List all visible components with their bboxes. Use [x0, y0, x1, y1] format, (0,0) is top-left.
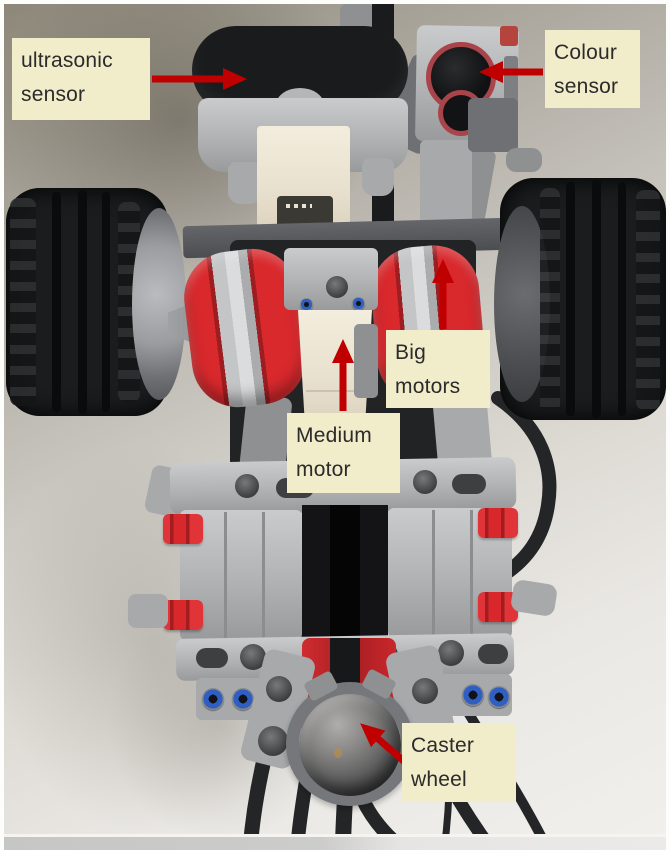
caster-wheel [299, 694, 401, 796]
motor-side-piece [354, 324, 378, 398]
left-tire-tread [118, 202, 140, 402]
beam-slot [452, 474, 486, 494]
blue-pin-small [300, 298, 313, 311]
label-line: wheel [411, 768, 467, 791]
colour-sensor-red-corner [500, 26, 518, 46]
blue-pin-small [352, 297, 365, 310]
beam-hole [438, 640, 464, 666]
left-wheel-rim [132, 208, 186, 400]
mount-stub [506, 148, 542, 172]
page-border-right [666, 0, 670, 850]
beam-slot [478, 644, 508, 664]
bracket-hole [266, 676, 292, 702]
tire-groove [618, 182, 626, 416]
label-line: Big [395, 341, 426, 364]
mount-block [468, 98, 518, 152]
right-tire-tread [540, 188, 560, 412]
beam-slot [196, 648, 228, 668]
blue-pin [462, 684, 484, 706]
label-line: Medium [296, 424, 372, 447]
left-tire-tread [10, 198, 36, 406]
center-black-beam [330, 505, 360, 645]
bracket-hole [258, 726, 288, 756]
red-peg [478, 508, 518, 538]
bracket-hole [412, 678, 438, 704]
tire-groove [78, 190, 87, 414]
label-line: Caster [411, 734, 475, 757]
tire-groove [566, 182, 575, 416]
ultrasonic-sensor-label: ultrasonic sensor [12, 38, 150, 120]
connector-pins [286, 204, 312, 208]
seam [432, 510, 435, 636]
medium-motor-label: Medium motor [287, 413, 400, 493]
blue-pin [488, 686, 510, 708]
label-line: ultrasonic [21, 49, 113, 72]
beam-hole [235, 474, 259, 498]
ultrasonic-peg-left [228, 162, 262, 204]
seam [224, 512, 227, 638]
right-tire-tread [636, 190, 660, 410]
grey-stub-left [128, 594, 168, 628]
label-line: motor [296, 458, 351, 481]
label-line: sensor [21, 83, 86, 106]
caster-wheel-label: Caster wheel [402, 723, 516, 802]
page-border-top [0, 0, 670, 4]
seam [262, 512, 265, 638]
table-edge-highlight [0, 834, 670, 837]
tire-groove [592, 180, 601, 418]
beam-hole [413, 470, 437, 494]
tire-groove [52, 192, 61, 412]
plate-hole [326, 276, 348, 298]
blue-pin [232, 688, 254, 710]
caster-reflection [334, 748, 342, 758]
motor-seam [306, 390, 364, 392]
seam [470, 510, 473, 636]
table-edge [0, 837, 670, 850]
grey-stub-right [509, 578, 559, 618]
label-line: sensor [554, 75, 619, 98]
red-peg [163, 600, 203, 630]
colour-sensor-label: Colour sensor [545, 30, 640, 108]
blue-pin [202, 688, 224, 710]
ultrasonic-peg-right [362, 158, 394, 196]
big-motors-label: Big motors [386, 330, 490, 408]
tire-groove [102, 192, 110, 412]
label-line: motors [395, 375, 461, 398]
label-line: Colour [554, 41, 618, 64]
page-border-left [0, 0, 4, 850]
red-peg [163, 514, 203, 544]
